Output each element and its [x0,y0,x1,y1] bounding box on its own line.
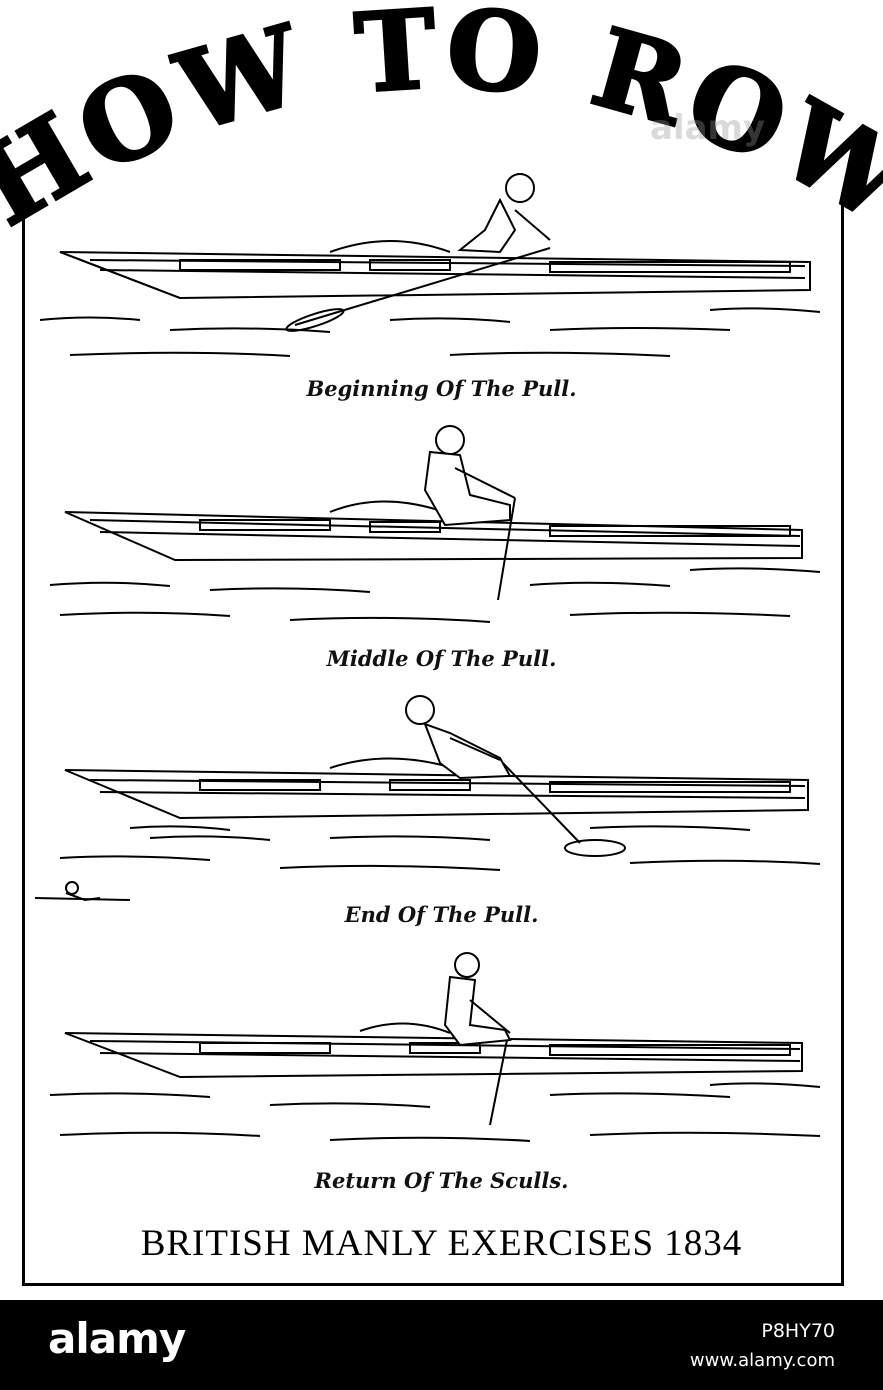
poster-frame [22,200,844,1286]
bottom-title: BRITISH MANLY EXERCISES 1834 [140,1223,743,1264]
caption-end: End Of The Pull. [344,902,539,927]
site-url: www.alamy.com [689,1350,835,1371]
poster-title-art: HOW TO ROW [0,0,883,252]
poster: HOW TO ROW Beginning Of The Pull. [0,0,883,1286]
rowing-illustration-middle [49,425,821,623]
alamy-logo: alamy [48,1314,186,1363]
image-id: P8HY70 [761,1320,835,1342]
caption-return: Return Of The Sculls. [314,1168,569,1193]
footer-bar: alamy P8HY70 www.alamy.com [0,1300,883,1390]
rowing-illustration-return [49,952,821,1142]
watermark: alamy [650,108,766,148]
caption-beginning: Beginning Of The Pull. [306,376,577,401]
caption-middle: Middle Of The Pull. [326,646,557,671]
rowing-illustration-end [34,695,821,902]
rowing-illustration-beginning [39,173,821,357]
